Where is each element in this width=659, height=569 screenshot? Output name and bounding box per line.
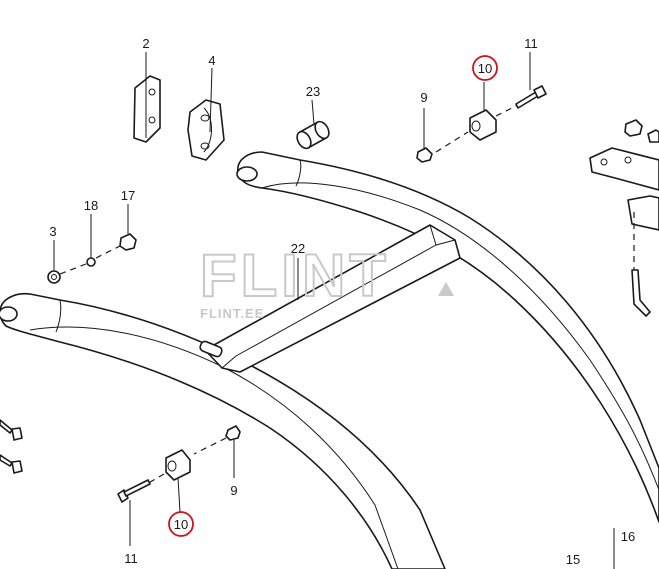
fastener-set-top (416, 52, 547, 163)
watermark-triangle-icon (438, 282, 454, 296)
frame-upper-arm (236, 151, 659, 523)
callout-4: 4 (208, 53, 215, 68)
callout-11-bottom: 11 (124, 551, 138, 566)
left-edge-bolts (0, 419, 23, 474)
callout-15: 15 (566, 552, 580, 567)
watermark-brand: FLINT (200, 242, 390, 309)
right-side-assembly (589, 119, 659, 569)
cross-member (199, 224, 461, 373)
callout-10-top: 10 (478, 61, 492, 76)
callout-17: 17 (121, 188, 135, 203)
callout-22: 22 (291, 241, 305, 256)
bushing-part-23 (296, 99, 330, 150)
callout-10-bottom: 10 (174, 517, 188, 532)
callout-9-top: 9 (420, 90, 427, 105)
frame-lower-arm (0, 292, 446, 569)
callout-11-top: 11 (524, 36, 538, 51)
callout-3: 3 (49, 224, 56, 239)
callout-18: 18 (84, 198, 98, 213)
fastener-set-bottom (117, 425, 241, 546)
bracket-part-2 (133, 52, 161, 143)
fastener-set-left (47, 204, 137, 284)
callout-2: 2 (142, 36, 149, 51)
highlight-circle-10-bottom (168, 511, 194, 537)
watermark-site: FLINT.EE (200, 306, 264, 321)
callout-16: 16 (621, 529, 635, 544)
callout-23: 23 (306, 84, 320, 99)
callout-9-bottom: 9 (230, 483, 237, 498)
highlight-circle-10-top (472, 55, 498, 81)
bracket-part-4 (187, 67, 225, 161)
